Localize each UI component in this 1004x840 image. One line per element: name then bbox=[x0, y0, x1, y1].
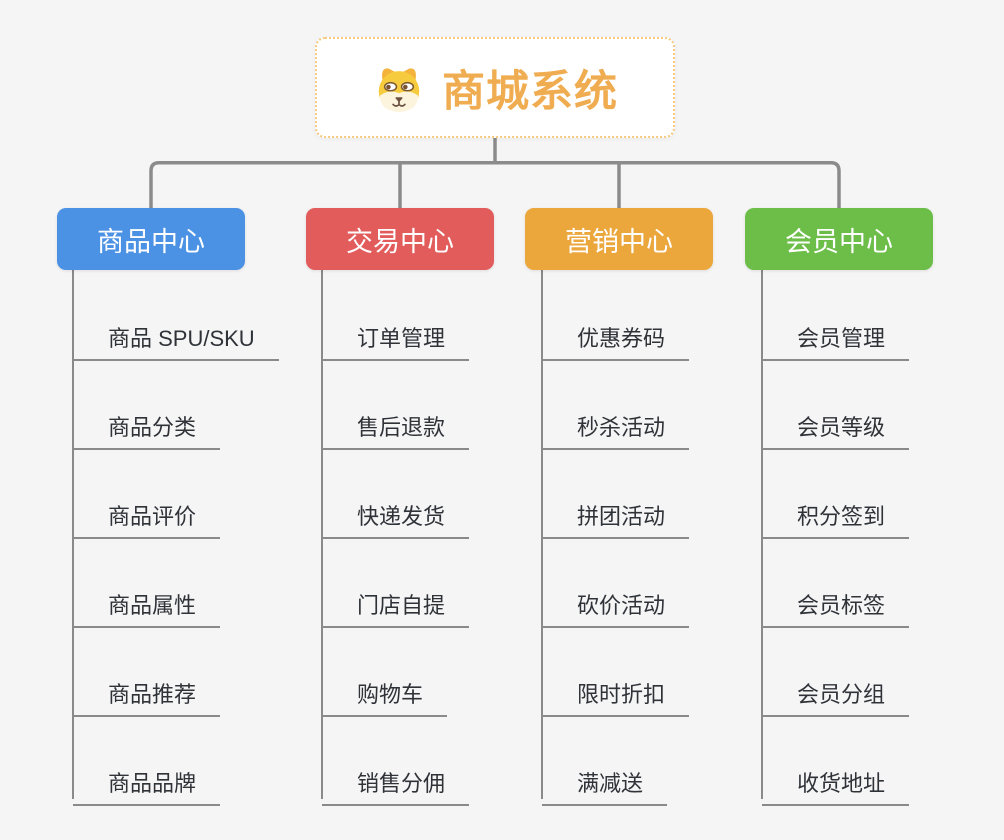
topic-label: 销售分佣 bbox=[357, 771, 446, 796]
topic-label: 秒杀活动 bbox=[577, 415, 666, 440]
topic-item[interactable]: 商品分类 bbox=[73, 406, 221, 450]
topic-label: 积分签到 bbox=[797, 504, 886, 529]
topic-label: 门店自提 bbox=[357, 593, 446, 618]
topic-label: 会员管理 bbox=[797, 326, 886, 351]
branch-rail-connector bbox=[149, 161, 841, 208]
topic-label: 优惠券码 bbox=[577, 326, 666, 351]
topic-item[interactable]: 优惠券码 bbox=[542, 317, 690, 361]
dog-face-icon bbox=[378, 67, 420, 112]
branch-node-marketing-center[interactable]: 营销中心 bbox=[525, 208, 713, 270]
topic-label: 购物车 bbox=[357, 682, 424, 707]
topic-item[interactable]: 拼团活动 bbox=[542, 495, 690, 539]
branch-label: 交易中心 bbox=[346, 226, 454, 257]
topic-item[interactable]: 快递发货 bbox=[322, 495, 470, 539]
topic-item[interactable]: 商品品牌 bbox=[73, 762, 221, 806]
topic-label: 拼团活动 bbox=[577, 504, 666, 529]
topic-label: 会员分组 bbox=[797, 682, 886, 707]
topic-label: 商品属性 bbox=[108, 593, 197, 618]
topic-item[interactable]: 销售分佣 bbox=[322, 762, 470, 806]
topic-label: 快递发货 bbox=[357, 504, 446, 529]
topic-item[interactable]: 会员管理 bbox=[762, 317, 910, 361]
branch-node-trade-center[interactable]: 交易中心 bbox=[306, 208, 494, 270]
topic-item[interactable]: 商品属性 bbox=[73, 584, 221, 628]
topic-label: 限时折扣 bbox=[577, 682, 666, 707]
topic-item[interactable]: 积分签到 bbox=[762, 495, 910, 539]
branch-label: 营销中心 bbox=[565, 226, 673, 257]
branch-node-member-center[interactable]: 会员中心 bbox=[745, 208, 933, 270]
topic-item[interactable]: 商品评价 bbox=[73, 495, 221, 539]
topic-label: 商品 SPU/SKU bbox=[108, 326, 255, 351]
topic-item[interactable]: 商品推荐 bbox=[73, 673, 221, 717]
topic-label: 商品推荐 bbox=[108, 682, 197, 707]
topic-label: 商品分类 bbox=[108, 415, 197, 440]
topic-item[interactable]: 砍价活动 bbox=[542, 584, 690, 628]
branch-node-product-center[interactable]: 商品中心 bbox=[57, 208, 245, 270]
topic-label: 砍价活动 bbox=[577, 593, 666, 618]
topic-item[interactable]: 售后退款 bbox=[322, 406, 470, 450]
topic-label: 售后退款 bbox=[357, 415, 446, 440]
root-node[interactable]: 商城系统 bbox=[315, 37, 675, 138]
topic-item[interactable]: 订单管理 bbox=[322, 317, 470, 361]
topic-item[interactable]: 门店自提 bbox=[322, 584, 470, 628]
topic-label: 商品品牌 bbox=[108, 771, 197, 796]
topic-label: 商品评价 bbox=[108, 504, 197, 529]
topic-item[interactable]: 秒杀活动 bbox=[542, 406, 690, 450]
branch-label: 商品中心 bbox=[97, 226, 205, 257]
topic-item[interactable]: 满减送 bbox=[542, 762, 668, 806]
topic-label: 满减送 bbox=[577, 771, 644, 796]
topic-item[interactable]: 会员标签 bbox=[762, 584, 910, 628]
topic-item[interactable]: 购物车 bbox=[322, 673, 448, 717]
topic-label: 收货地址 bbox=[797, 771, 886, 796]
topic-label: 会员标签 bbox=[797, 593, 886, 618]
topic-item[interactable]: 限时折扣 bbox=[542, 673, 690, 717]
topic-label: 订单管理 bbox=[357, 326, 446, 351]
topic-item[interactable]: 会员分组 bbox=[762, 673, 910, 717]
branch-label: 会员中心 bbox=[785, 226, 893, 257]
topic-item[interactable]: 收货地址 bbox=[762, 762, 910, 806]
topic-item[interactable]: 会员等级 bbox=[762, 406, 910, 450]
topic-label: 会员等级 bbox=[797, 415, 886, 440]
topic-item[interactable]: 商品 SPU/SKU bbox=[73, 317, 279, 361]
root-title: 商城系统 bbox=[442, 67, 618, 116]
